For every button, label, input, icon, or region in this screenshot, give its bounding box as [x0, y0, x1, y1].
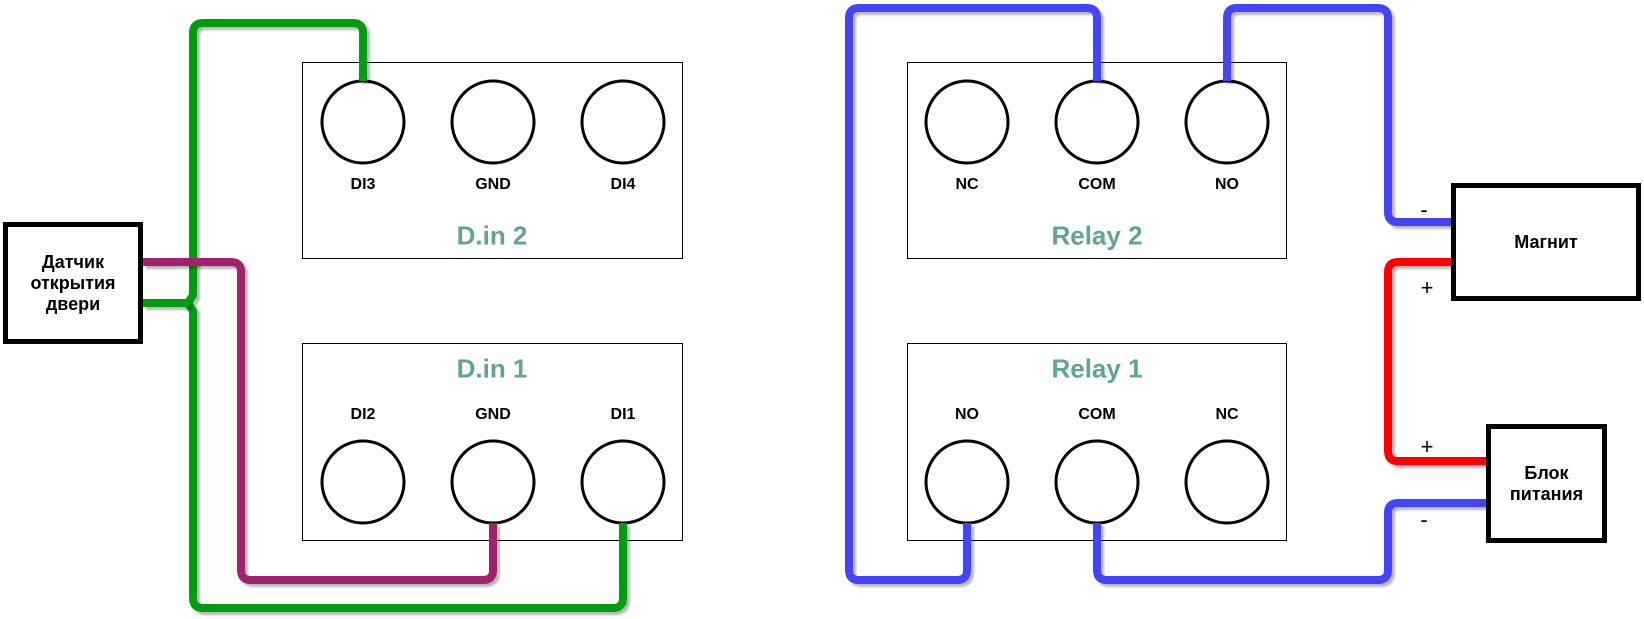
din2-terminal-label-di3: DI3 — [350, 176, 376, 193]
psu-plus-label: + — [1420, 434, 1434, 459]
relay1-terminal-label-com: COM — [1078, 406, 1116, 423]
psu-minus-label: - — [1420, 507, 1428, 532]
relay2-terminal-label-nc: NC — [955, 176, 979, 193]
din1-title: D.in 1 — [456, 353, 528, 384]
magnet-box: Магнит — [1451, 183, 1641, 301]
relay2-terminal-label-no: NO — [1215, 176, 1239, 193]
power-supply-box: Блок питания — [1486, 424, 1607, 543]
din1-terminal-label-di2: DI2 — [350, 406, 376, 423]
din2-terminal-label-gnd: GND — [475, 176, 511, 193]
door-sensor-box: Датчик открытия двери — [3, 222, 143, 344]
din2-terminal-label-di4: DI4 — [610, 176, 636, 193]
din2-title: D.in 2 — [456, 220, 528, 251]
magnet-minus-label: - — [1420, 197, 1428, 222]
magnet-plus-label: + — [1420, 275, 1434, 300]
relay1-terminal-label-nc: NC — [1215, 406, 1239, 423]
relay1-title: Relay 1 — [1051, 353, 1143, 384]
din1-terminal-label-di1: DI1 — [610, 406, 636, 423]
relay1-terminal-label-no: NO — [955, 406, 979, 423]
relay2-title: Relay 2 — [1051, 220, 1143, 251]
din1-terminal-label-gnd: GND — [475, 406, 511, 423]
relay2-terminal-label-com: COM — [1078, 176, 1116, 193]
